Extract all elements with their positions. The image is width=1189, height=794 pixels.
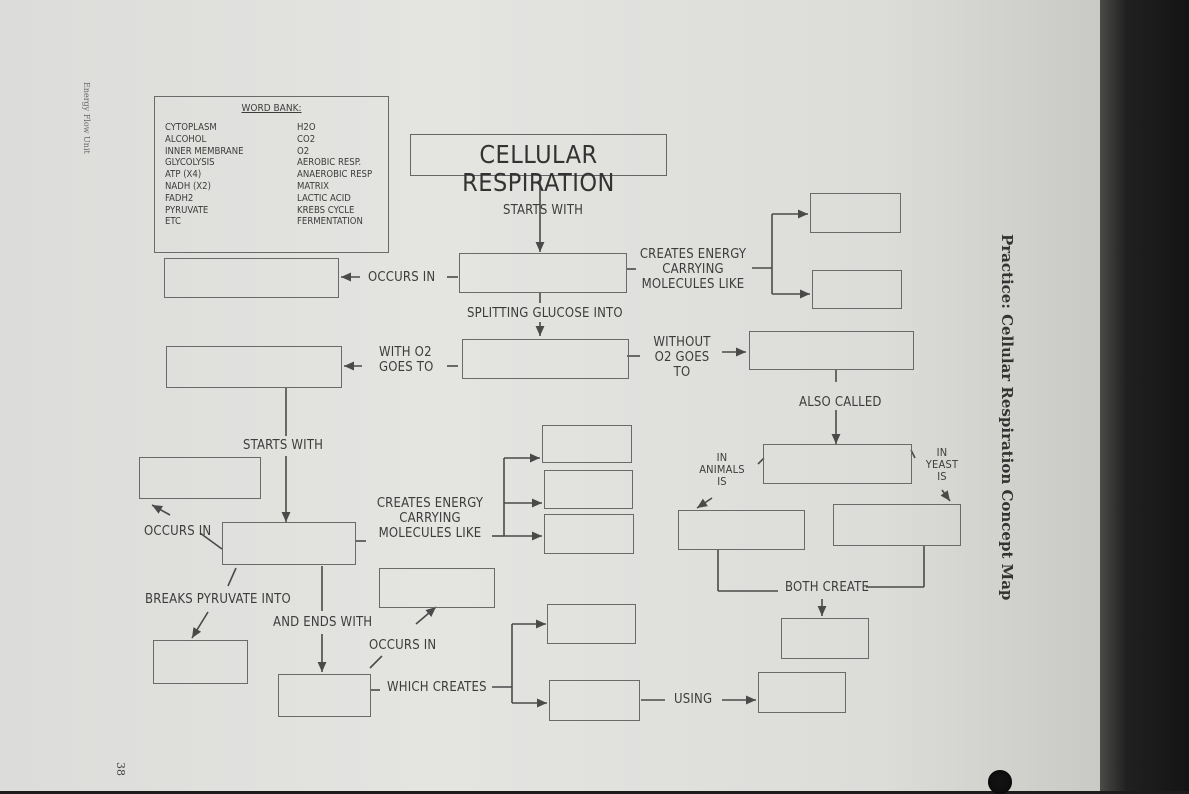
label-starts-with: STARTS WITH [503,203,584,218]
worksheet-page [0,0,1100,791]
answer-box-etc[interactable] [278,674,371,717]
answer-box-using[interactable] [758,672,846,713]
label-without-o2: WITHOUT O2 GOES TO [653,335,711,380]
word-bank-term: FADH2 [165,192,194,204]
word-bank-term: O2 [297,145,310,157]
word-bank: WORD BANK: CYTOPLASM ALCOHOL INNER MEMBR… [154,96,389,253]
label-breaks-pyruvate: BREAKS PYRUVATE INTO [145,592,291,607]
binder-hole [988,770,1012,794]
label-with-o2: WITH O2 GOES TO [379,345,434,375]
label-using: USING [674,692,713,707]
label-in-yeast: IN YEAST IS [925,446,959,483]
label-ends-with: AND ENDS WITH [273,615,373,630]
answer-box-etc-product-1[interactable] [547,604,636,644]
word-bank-term: PYRUVATE [165,204,209,216]
answer-box-krebs[interactable] [222,522,356,565]
answer-box-glucose-product[interactable] [462,339,629,379]
label-creates-energy: CREATES ENERGY CARRYING MOLECULES LIKE [639,247,747,292]
word-bank-term: AEROBIC RESP. [297,157,362,169]
word-bank-term: H2O [297,122,316,133]
answer-box-animals[interactable] [678,510,805,550]
page-number: 38 [114,762,127,776]
label-both-create: BOTH CREATE [785,580,870,595]
answer-box-etc-product-2[interactable] [549,680,640,721]
label-splitting-glucose: SPLITTING GLUCOSE INTO [467,306,623,321]
word-bank-title: WORD BANK: [241,103,302,114]
word-bank-term: LACTIC ACID [297,192,351,204]
word-bank-term: ANAEROBIC RESP [297,169,373,181]
title-box: CELLULAR RESPIRATION [410,134,667,197]
answer-box-pyruvate-product[interactable] [153,640,248,684]
word-bank-term: KREBS CYCLE [297,204,355,216]
binder-spine [1100,0,1189,791]
word-bank-column-2: H2O CO2 O2 AEROBIC RESP. ANAEROBIC RESP … [297,122,372,228]
answer-box-location[interactable] [164,258,339,298]
word-bank-column-1: CYTOPLASM ALCOHOL INNER MEMBRANE GLYCOLY… [165,122,244,228]
answer-box-aerobic[interactable] [166,346,342,388]
answer-box-first-step[interactable] [459,253,627,293]
word-bank-term: ATP (X4) [165,169,202,181]
answer-box-matrix[interactable] [139,457,261,499]
answer-box-etc-location[interactable] [379,568,495,608]
answer-box-anaerobic[interactable] [749,331,914,370]
label-creates-energy-krebs: CREATES ENERGY CARRYING MOLECULES LIKE [376,496,484,541]
concept-map-connectors [151,176,951,708]
unit-label: Energy Flow Unit [82,82,91,154]
answer-box-energy-3[interactable] [542,425,632,463]
side-title: Practice: Cellular Respiration Concept M… [998,234,1016,601]
word-bank-term: NADH (X2) [165,180,211,192]
word-bank-term: INNER MEMBRANE [165,145,244,157]
label-occurs-in: OCCURS IN [368,270,436,285]
answer-box-yeast[interactable] [833,504,961,546]
label-which-creates: WHICH CREATES [387,680,487,695]
label-occurs-in-krebs: OCCURS IN [144,524,212,539]
label-occurs-in-etc: OCCURS IN [369,638,437,653]
word-bank-term: CYTOPLASM [165,122,217,133]
word-bank-term: GLYCOLYSIS [165,157,215,169]
answer-box-energy-1[interactable] [810,193,901,233]
word-bank-term: ETC [165,216,182,228]
label-also-called: ALSO CALLED [799,395,882,410]
answer-box-energy-4[interactable] [544,470,633,509]
word-bank-term: FERMENTATION [297,216,363,228]
word-bank-term: CO2 [297,133,316,145]
answer-box-fermentation[interactable] [763,444,912,484]
word-bank-term: ALCOHOL [165,133,207,145]
page-title: CELLULAR RESPIRATION [462,140,615,197]
label-starts-with-krebs: STARTS WITH [243,438,324,453]
word-bank-term: MATRIX [297,180,330,192]
answer-box-both-create[interactable] [781,618,869,659]
answer-box-energy-5[interactable] [544,514,634,554]
answer-box-energy-2[interactable] [812,270,902,309]
label-in-animals: IN ANIMALS IS [699,451,745,488]
